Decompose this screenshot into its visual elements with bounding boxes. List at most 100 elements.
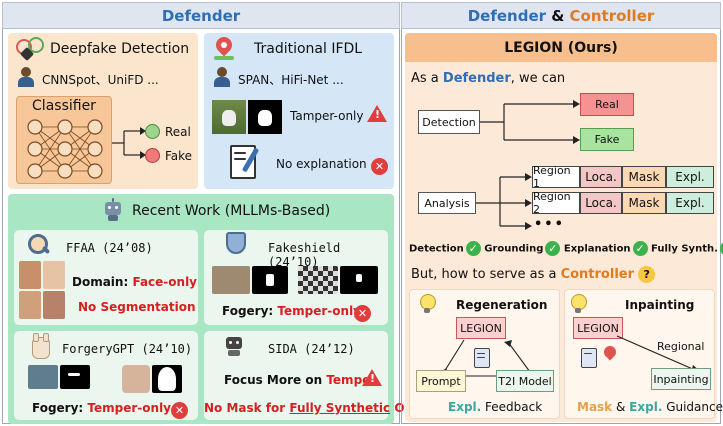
person-icon-2	[214, 67, 230, 87]
defender-line: As a Defender, we can	[411, 71, 565, 86]
deepfake-title: Deepfake Detection	[50, 41, 190, 57]
regen-title: Regeneration	[456, 298, 548, 312]
fake-label: Fake	[594, 133, 620, 146]
inpaint-title: Inpainting	[625, 298, 695, 312]
regen-caption: Expl. Feedback	[448, 400, 542, 414]
detection-box: Detection	[418, 110, 480, 134]
ffaa-domain-label: Domain:	[72, 275, 129, 289]
cap-grounding: Grounding	[484, 243, 544, 255]
edit-document-icon	[474, 348, 492, 368]
real-dot	[145, 124, 160, 139]
left-header-title: Defender	[161, 6, 241, 25]
regen-legion-box: LEGION	[456, 317, 506, 339]
inpainting-card: Inpainting LEGION Regional Inpainting Ma…	[564, 289, 723, 419]
robot-icon	[102, 198, 124, 222]
region-2-expl: Expl.	[666, 192, 714, 214]
map-pin-icon	[212, 33, 236, 61]
sida-focus: Focus More on Temper	[224, 373, 376, 387]
region-1-loca: Loca.	[580, 166, 622, 188]
thinking-icon-q: ?	[643, 268, 650, 281]
right-header-controller: Controller	[569, 6, 655, 25]
defender-line-suffix: , we can	[510, 71, 566, 86]
inpaint-expl: Expl.	[629, 400, 663, 414]
inpaint-caption: Mask & Expl. Guidance	[577, 400, 723, 414]
controller-line-prefix: But, how to serve as a	[411, 267, 561, 282]
out-real-label: Real	[165, 125, 191, 139]
regions-ellipsis: •••	[534, 217, 565, 232]
t2i-box: T2I Model	[496, 370, 554, 392]
legion-title: LEGION (Ours)	[504, 39, 618, 56]
bulb-icon-regen	[420, 294, 436, 314]
face-thumbnails	[19, 261, 67, 321]
region-2-mask: Mask	[622, 192, 666, 214]
region-2-loca: Loca.	[580, 192, 622, 214]
inpaint-guidance: Guidance	[662, 400, 723, 414]
fakeshield-fogery-value: Temper-only	[277, 304, 362, 318]
ifdl-panel: Traditional IFDL SPAN、HiFi-Net ... Tampe…	[204, 33, 394, 189]
fake-box: Fake	[580, 128, 634, 151]
out-fake-label: Fake	[165, 149, 193, 163]
t2i-label: T2I Model	[498, 374, 552, 388]
sida-nomask: No Mask for Fully Synthetic Ones	[204, 401, 428, 415]
legion-title-bar: LEGION (Ours)	[405, 33, 717, 62]
inpainting-label: Inpainting	[653, 372, 709, 386]
warning-icon-sida: !	[362, 369, 382, 390]
deepfake-icon	[16, 37, 44, 62]
controller-line-role: Controller	[560, 267, 635, 282]
sida-card: SIDA (24’12) Focus More on Temper ! No M…	[204, 331, 428, 420]
forgerygpt-name: ForgeryGPT (24’10)	[62, 342, 193, 356]
analysis-label: Analysis	[424, 196, 470, 210]
fakeshield-card: Fakeshield (24’10) Fogery: Temper-only ✕	[204, 230, 388, 325]
magnifier-face-icon	[28, 234, 51, 256]
cap-detection: Detection	[409, 243, 464, 255]
defender-line-role: Defender	[442, 71, 511, 86]
forgerygpt-thumbnails	[28, 365, 188, 393]
inpaint-legion-label: LEGION	[577, 321, 619, 335]
controller-line: But, how to serve as a Controller ?	[411, 266, 656, 283]
region-row-1: Region 1 Loca. Mask Expl.	[532, 164, 714, 190]
regeneration-card: Regeneration LEGION Prompt T2I Model Exp…	[409, 289, 560, 419]
cap-fully-synth: Fully Synth.	[651, 243, 718, 255]
fake-dot	[145, 148, 160, 163]
left-header: Defender	[2, 2, 400, 29]
detection-arrows	[480, 100, 580, 144]
thinking-icon: ?	[638, 266, 656, 283]
fakeshield-name: Fakeshield (24’10)	[268, 241, 341, 269]
goose-mask	[248, 100, 282, 134]
goose-photo	[212, 100, 246, 134]
inpaint-legion-box: LEGION	[573, 317, 623, 339]
real-label: Real	[595, 98, 619, 111]
real-box: Real	[580, 93, 634, 116]
regen-expl: Expl.	[448, 400, 482, 414]
ffaa-noseg: No Segmentation	[78, 300, 196, 314]
analysis-arrows	[476, 173, 532, 230]
person-icon	[18, 67, 34, 87]
recent-title: Recent Work (MLLMs-Based)	[132, 203, 331, 219]
forgerygpt-fogery: Fogery: Temper-only	[32, 401, 171, 415]
detection-label: Detection	[422, 115, 476, 129]
inpaint-amp: &	[612, 400, 630, 414]
deepfake-methods: CNNSpot、UniFD ...	[42, 73, 159, 87]
check-icon-explanation: ✓	[632, 241, 648, 256]
forgerygpt-card: ForgeryGPT (24’10) Fogery: Temper-only ✕	[14, 331, 198, 420]
inpaint-mask: Mask	[577, 400, 613, 414]
forgerygpt-fogery-label: Fogery:	[32, 401, 84, 415]
x-icon-ifdl: ✕	[371, 155, 388, 175]
warning-icon: !	[367, 105, 387, 126]
ifdl-tamper: Tamper-only	[290, 109, 364, 123]
inpaint-regional: Regional	[657, 340, 705, 353]
prompt-box: Prompt	[416, 370, 466, 392]
sida-focus-prefix: Focus More on	[224, 373, 327, 387]
sida-nomask-value: Fully Synthetic	[289, 401, 391, 415]
fakeshield-fogery-label: Fogery:	[222, 304, 274, 318]
ffaa-name: FFAA (24’08)	[66, 241, 153, 255]
x-icon-forgerygpt: ✕	[171, 399, 188, 419]
fakeshield-fogery: Fogery: Temper-only	[222, 304, 361, 318]
inpainting-box: Inpainting	[651, 368, 711, 390]
x-icon-fakeshield: ✕	[354, 302, 371, 322]
cap-explanation: Explanation	[563, 243, 631, 255]
region-1-label: Region 1	[532, 164, 580, 190]
prompt-label: Prompt	[421, 374, 461, 388]
region-1-expl: Expl.	[666, 166, 714, 188]
regen-feedback: Feedback	[481, 400, 543, 414]
